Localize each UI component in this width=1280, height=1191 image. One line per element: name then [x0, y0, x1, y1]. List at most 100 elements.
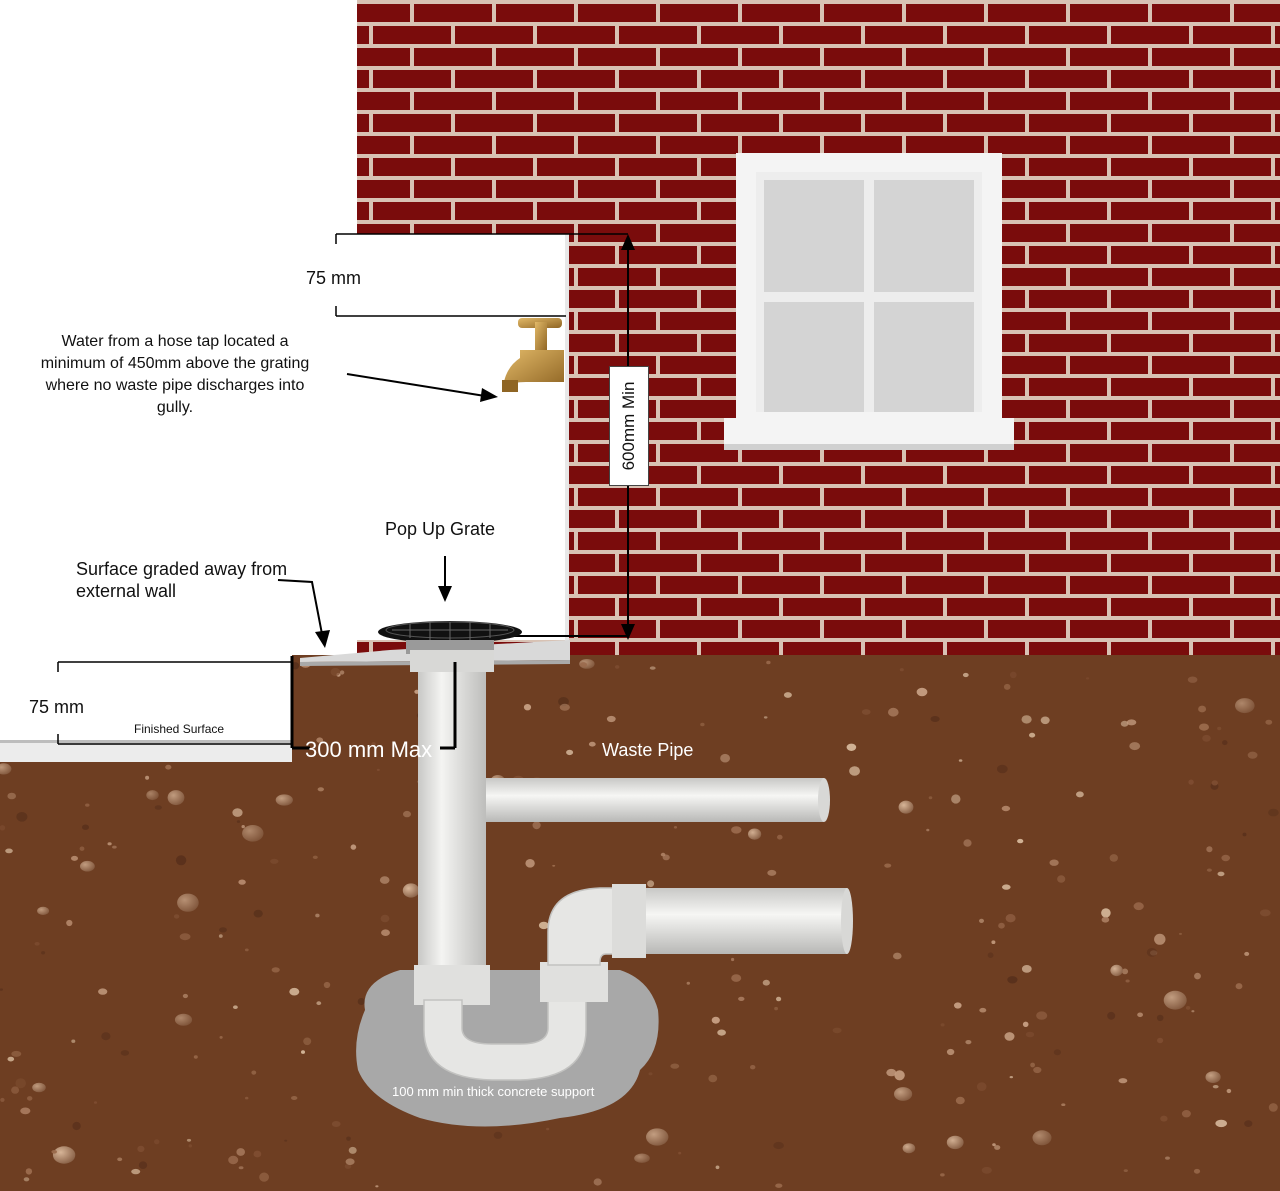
soil-stone — [27, 1096, 33, 1101]
soil-stone — [1202, 734, 1211, 742]
finished-surface-slab — [0, 740, 292, 762]
soil-stone — [1036, 1011, 1048, 1020]
soil-stone — [32, 1082, 46, 1093]
dimension-top-75mm — [335, 233, 628, 317]
soil-stone — [731, 826, 742, 834]
label-finished-surface: Finished Surface — [134, 722, 225, 736]
soil-stone — [1040, 716, 1050, 725]
soil-stone — [1049, 859, 1059, 866]
soil-stone — [647, 880, 655, 888]
soil-stone — [708, 1074, 718, 1083]
soil-stone — [987, 952, 994, 958]
label-600mm-min: 600mm Min — [619, 381, 638, 471]
window — [724, 153, 1014, 450]
soil-stone — [1165, 1156, 1170, 1160]
soil-stone — [1244, 951, 1250, 956]
soil-stone — [1259, 909, 1271, 917]
soil-stone — [649, 666, 656, 670]
soil-stone — [1021, 715, 1032, 724]
soil-stone — [894, 1087, 913, 1101]
soil-stone — [711, 1016, 720, 1024]
soil-stone — [1185, 1006, 1191, 1010]
soil-stone — [1022, 1021, 1029, 1027]
soil-stone — [1212, 1085, 1219, 1089]
soil-stone — [849, 766, 860, 776]
soil-stone — [154, 805, 162, 810]
soil-stone — [376, 768, 380, 772]
soil-stone — [138, 1161, 148, 1169]
soil-stone — [1198, 705, 1207, 713]
soil-stone — [0, 988, 3, 991]
soil-stone — [1194, 972, 1201, 980]
soil-stone — [1215, 1119, 1227, 1128]
soil-stone — [763, 716, 768, 719]
soil-stone — [41, 951, 46, 955]
soil-stone — [1110, 964, 1123, 977]
soil-stone — [71, 1039, 76, 1043]
soil-stone — [402, 883, 420, 898]
leader-graded-surface — [277, 579, 330, 648]
dimension-bottom-75mm — [57, 661, 292, 745]
soil-stone — [1268, 808, 1279, 817]
soil-stone — [954, 1002, 962, 1009]
soil-stone — [673, 826, 678, 829]
soil-stone — [85, 803, 90, 807]
soil-stone — [832, 1027, 842, 1034]
leader-pop-up-grate — [438, 556, 452, 602]
waste-pipe-lower — [615, 888, 853, 954]
label-surface-graded-note: Surface graded away from external wall — [76, 559, 288, 601]
soil-stone — [236, 1148, 245, 1156]
soil-stone — [940, 1173, 945, 1177]
soil-stone — [241, 825, 245, 829]
gully-trap-pipe — [410, 650, 646, 1081]
soil-stone — [403, 810, 411, 818]
soil-stone — [1021, 965, 1032, 973]
soil-stone — [991, 940, 996, 944]
soil-stone — [1187, 676, 1198, 683]
soil-stone — [606, 715, 616, 723]
soil-stone — [167, 790, 185, 806]
soil-stone — [270, 858, 279, 864]
soil-stone — [7, 1056, 15, 1062]
soil-stone — [715, 1165, 720, 1170]
soil-stone — [228, 1155, 239, 1165]
soil-stone — [951, 794, 961, 804]
soil-stone — [284, 1139, 288, 1142]
soil-stone — [731, 974, 742, 982]
soil-stone — [899, 668, 904, 672]
soil-stone — [101, 1032, 111, 1041]
soil-stone — [580, 662, 587, 668]
soil-stone — [1004, 1032, 1015, 1041]
soil-stone — [1101, 908, 1111, 918]
soil-stone — [344, 1163, 352, 1169]
soil-stone — [996, 764, 1008, 774]
soil-stone — [930, 716, 940, 722]
soil-stone — [244, 948, 249, 952]
soil-stone — [958, 759, 963, 762]
soil-stone — [375, 1185, 379, 1188]
soil-stone — [345, 1158, 355, 1165]
soil-stone — [71, 855, 78, 861]
soil-stone — [552, 864, 556, 867]
soil-stone — [11, 1086, 20, 1094]
soil-stone — [992, 1143, 996, 1147]
soil-stone — [678, 1151, 682, 1155]
soil-stone — [1029, 732, 1036, 738]
soil-stone — [1053, 1049, 1061, 1056]
soil-stone — [717, 1029, 726, 1036]
soil-stone — [1265, 719, 1273, 725]
soil-stone — [173, 914, 180, 919]
soil-stone — [762, 979, 770, 986]
soil-stone — [5, 848, 13, 854]
soil-stone — [346, 1136, 351, 1141]
soil-stone — [1133, 902, 1144, 911]
soil-stone — [774, 1006, 778, 1011]
soil-stone — [165, 764, 172, 770]
soil-stone — [253, 1150, 262, 1158]
soil-stone — [926, 828, 930, 832]
soil-stone — [1109, 854, 1119, 862]
soil-stone — [1160, 1115, 1168, 1122]
wall-edge-shadow — [565, 234, 569, 654]
